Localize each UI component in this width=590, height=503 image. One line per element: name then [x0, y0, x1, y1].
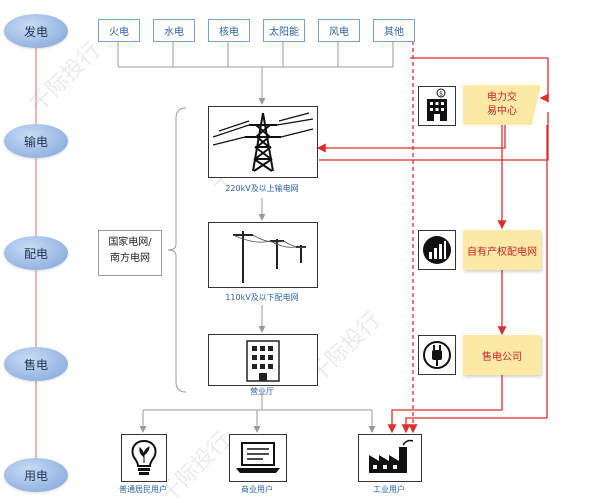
trading-center-box: 电力交 易中心: [463, 85, 541, 125]
factory-icon: [369, 439, 414, 473]
stage-generation: 发电: [4, 14, 68, 48]
grid-company-label: 国家电网/ 南方电网: [98, 230, 162, 276]
bar-chart-icon: [423, 236, 451, 264]
transmission-caption: 220kV及以上输电网: [225, 184, 299, 193]
transmission-tower-icon: [212, 112, 314, 172]
sales-hall-node: [208, 334, 318, 386]
utility-poles-icon: [232, 231, 307, 283]
residential-user-node: [121, 434, 167, 482]
source-thermal: 火电: [98, 19, 140, 42]
transmission-node: [208, 106, 318, 178]
self-owned-grid-tile: [418, 230, 456, 270]
office-building-icon: [246, 340, 280, 382]
source-nuclear: 核电: [208, 19, 250, 42]
sales-hall-caption: 营业厅: [250, 387, 274, 396]
source-other: 其他: [373, 19, 415, 42]
grid-company-line-1: 国家电网/: [108, 237, 152, 248]
commercial-user-node: [229, 434, 287, 482]
trading-center-line-2: 易中心: [487, 106, 517, 117]
source-wind: 风电: [318, 19, 360, 42]
industrial-user-caption: 工业用户: [373, 485, 405, 494]
distribution-caption: 110kV及以下配电网: [225, 293, 299, 302]
svg-text:$: $: [439, 91, 443, 98]
power-plug-icon: [423, 341, 451, 369]
trading-center-line-1: 电力交: [487, 92, 517, 103]
trading-center-tile: $: [418, 86, 456, 126]
stage-consumption: 用电: [4, 458, 68, 492]
self-owned-grid-box: 自有产权配电网: [463, 230, 541, 270]
bank-building-icon: $: [427, 88, 447, 121]
grid-company-line-2: 南方电网: [110, 253, 150, 264]
residential-user-caption: 普通居民用户: [119, 485, 167, 494]
distribution-node: [208, 222, 318, 288]
lightbulb-icon: [131, 439, 157, 475]
source-solar: 太阳能: [263, 19, 305, 42]
stage-retail: 售电: [4, 347, 68, 381]
industrial-user-node: [358, 434, 422, 482]
stage-distribution: 配电: [4, 236, 68, 270]
commercial-user-caption: 商业用户: [241, 485, 273, 494]
source-hydro: 水电: [153, 19, 195, 42]
stage-transmission: 输电: [4, 124, 68, 158]
power-company-tile: [418, 335, 456, 375]
laptop-icon: [236, 442, 280, 473]
power-company-box: 售电公司: [463, 335, 541, 375]
